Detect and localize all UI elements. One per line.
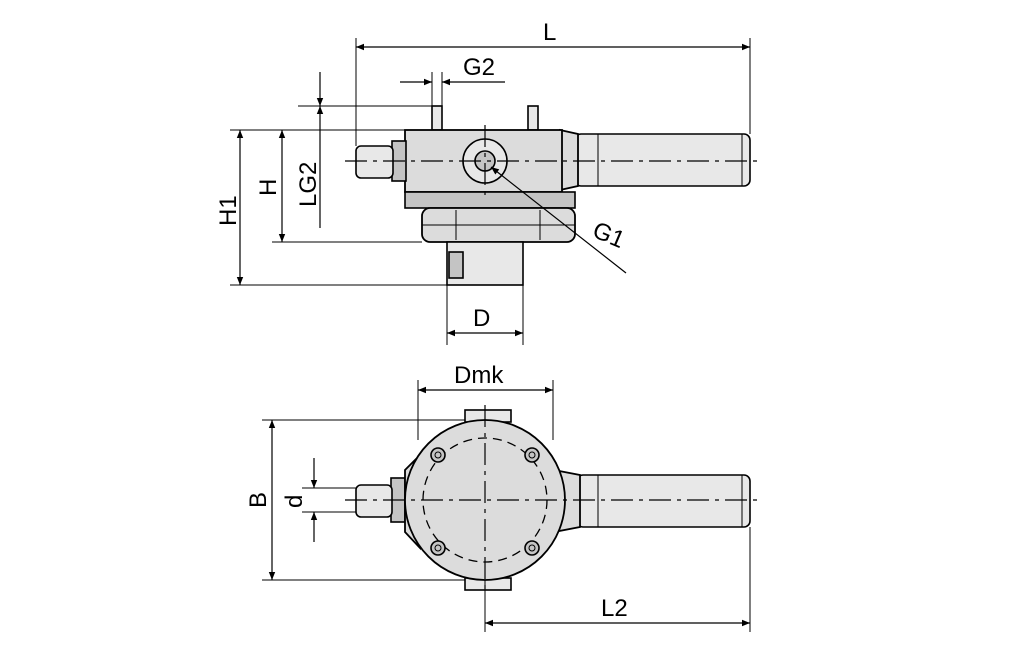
- label-LG2: LG2: [295, 162, 322, 207]
- side-pin-right: [527, 105, 539, 131]
- top-bolt-tr: [524, 447, 540, 463]
- side-pin-left: [431, 105, 443, 131]
- top-view: [345, 405, 760, 595]
- label-Dmk: Dmk: [454, 362, 504, 389]
- side-handle: [574, 133, 751, 187]
- top-dimensions: Dmk B d L2: [245, 362, 751, 632]
- label-G2: G2: [463, 54, 495, 81]
- side-fitting-tube: [355, 145, 394, 179]
- top-bolt-br: [524, 540, 540, 556]
- top-handle: [576, 474, 751, 528]
- leader-G1: [490, 166, 627, 274]
- top-fitting-tube: [355, 484, 393, 518]
- label-H: H: [255, 179, 282, 196]
- label-D: D: [473, 305, 490, 332]
- label-L2: L2: [601, 595, 628, 622]
- label-H1: H1: [215, 195, 242, 226]
- side-base-plate: [404, 191, 576, 209]
- top-bolt-tl: [430, 447, 446, 463]
- label-L: L: [543, 19, 556, 46]
- side-stem-clip: [448, 251, 464, 279]
- label-d: d: [281, 495, 308, 508]
- label-B: B: [245, 492, 272, 508]
- top-bolt-bl: [430, 540, 446, 556]
- side-view: [345, 105, 760, 286]
